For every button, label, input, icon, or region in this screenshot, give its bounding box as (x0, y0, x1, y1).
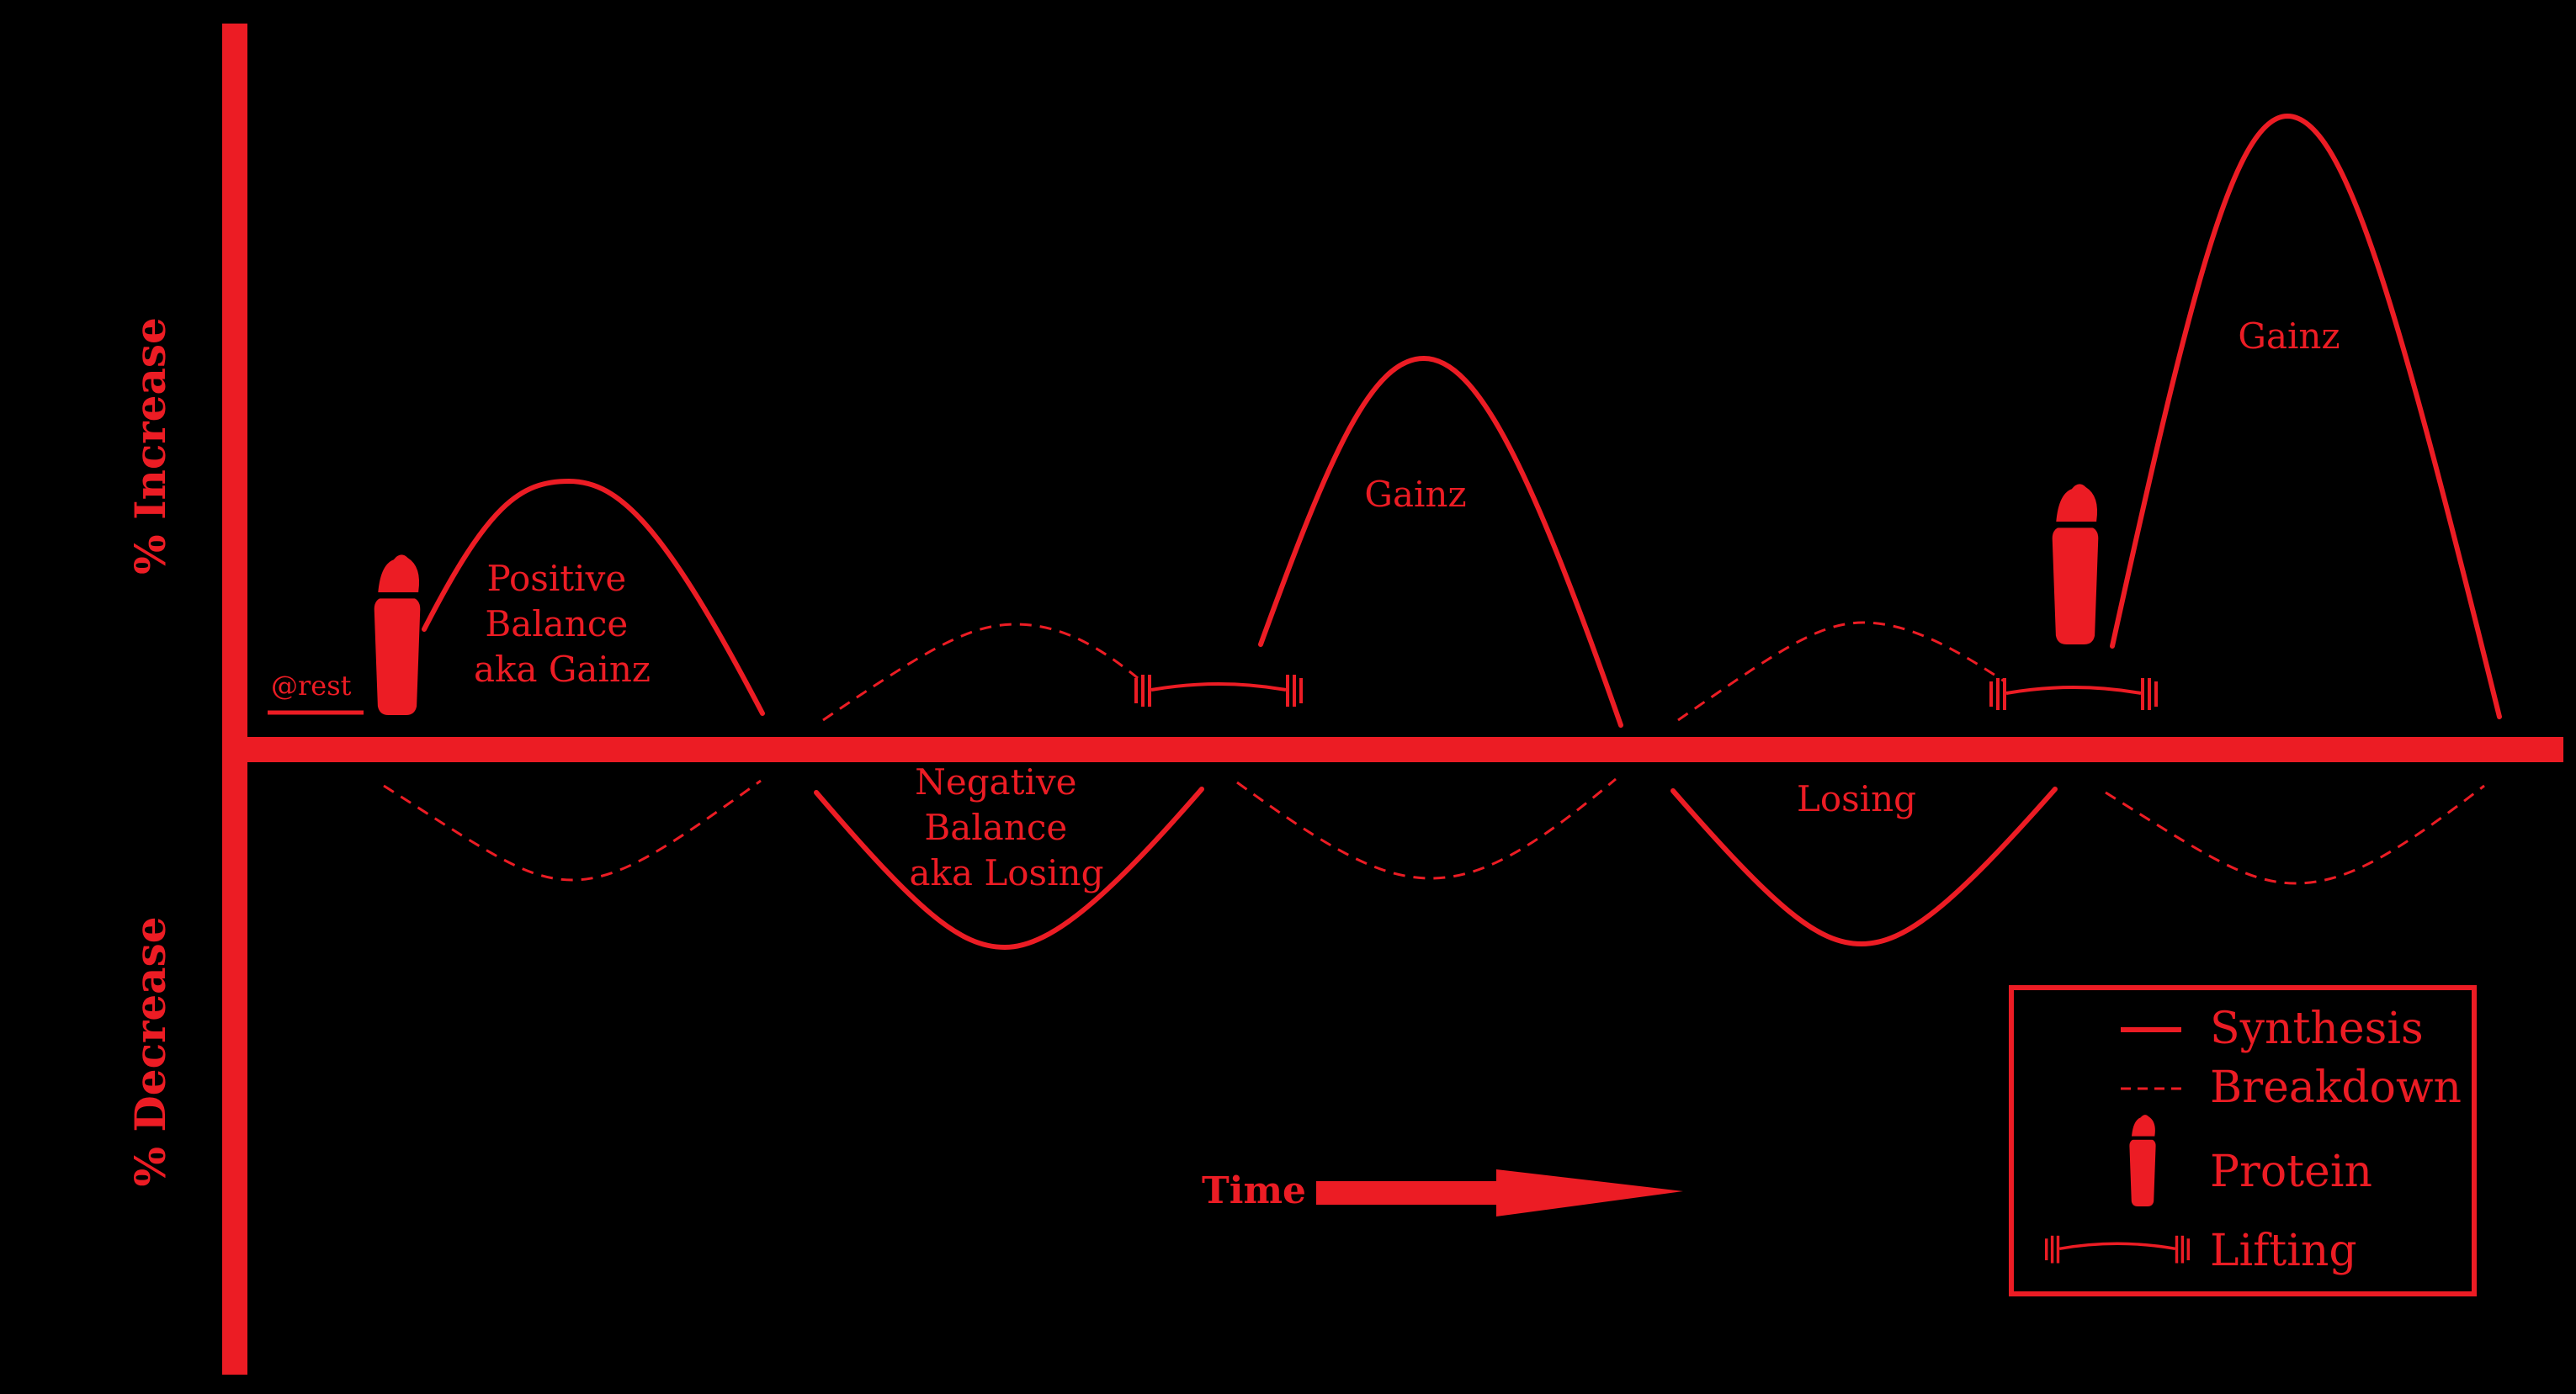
legend-label-synthesis: Synthesis (2210, 1004, 2424, 1054)
losing-label: Losing (1797, 778, 1916, 819)
synthesis-curve-positive (422, 478, 765, 716)
legend-label-protein: Protein (2210, 1147, 2372, 1197)
time-label: Time (1202, 1169, 1306, 1212)
protein-shaker-icon (2129, 1115, 2156, 1206)
breakdown-curve (383, 779, 762, 882)
x-axis (247, 737, 2563, 762)
barbell-icon (1134, 673, 1303, 708)
y-axis-upper-label: % Increase (125, 317, 175, 575)
breakdown-curve (2105, 784, 2485, 885)
synthesis-curves (422, 113, 2502, 951)
synthesis-curve-negative (814, 787, 1204, 951)
positive-balance-label: Positive Balance aka Gainz (474, 558, 651, 690)
y-axis (222, 24, 247, 1375)
breakdown-curve (1677, 621, 2005, 722)
legend-label-breakdown: Breakdown (2210, 1063, 2462, 1113)
legend: Synthesis Breakdown Protein Lifting (2009, 985, 2477, 1296)
time-arrow (1316, 1169, 1683, 1216)
negative-balance-label: Negative Balance aka Losing (910, 761, 1104, 893)
rest-label: @rest (271, 670, 352, 702)
y-axis-lower-label: % Decrease (125, 916, 175, 1186)
barbell-icon (2044, 1234, 2191, 1265)
legend-frame (2009, 985, 2477, 1296)
gainz-label: Gainz (1364, 474, 1466, 515)
synthesis-curve-gainz-2 (2110, 113, 2502, 719)
protein-shaker-icon (374, 554, 421, 715)
barbell-icon (1989, 676, 2158, 712)
synthesis-curve-gainz-1 (1258, 355, 1623, 728)
gainz-label: Gainz (2238, 315, 2340, 357)
synthesis-curve-losing (1670, 787, 2058, 947)
legend-label-lifting: Lifting (2210, 1226, 2357, 1276)
protein-shaker-icon (2052, 484, 2099, 644)
breakdown-curve (1236, 777, 1617, 880)
breakdown-curves (383, 621, 2485, 885)
breakdown-curve (822, 623, 1139, 722)
